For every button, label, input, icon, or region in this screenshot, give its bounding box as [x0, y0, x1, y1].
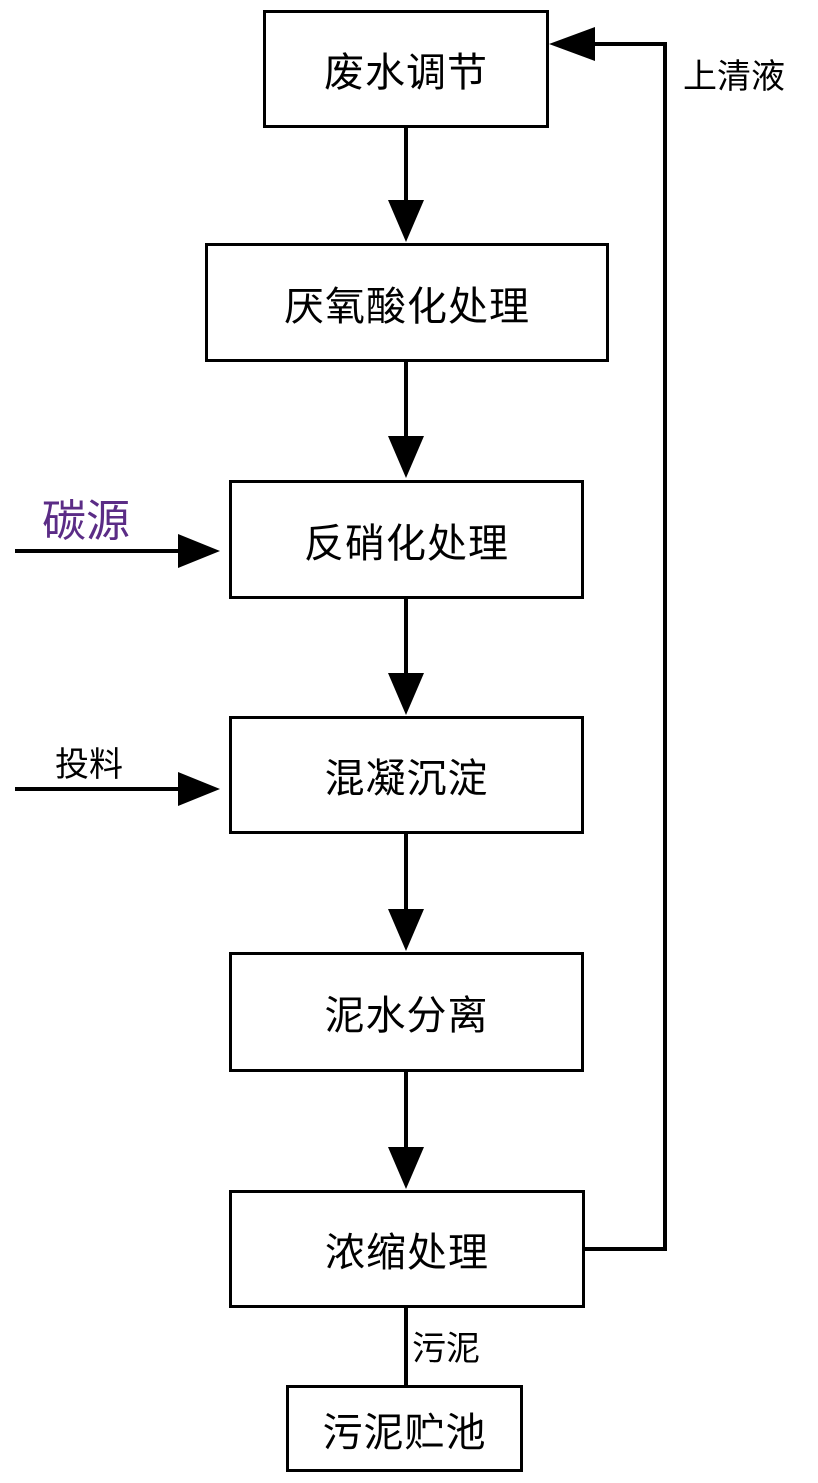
arrow-1-head: [388, 200, 424, 242]
label-carbon-source: 碳源: [42, 496, 130, 547]
label-supernatant: 上清液: [683, 57, 785, 97]
arrow-3-head: [388, 673, 424, 715]
label-sludge: 污泥: [412, 1329, 480, 1369]
step-coagulation-sedimentation: 混凝沉淀: [229, 716, 584, 834]
step-sludge-tank: 污泥贮池: [286, 1385, 523, 1472]
step-sludge-water-separation: 泥水分离: [229, 952, 584, 1072]
label-dosing: 投料: [55, 745, 123, 785]
carbon-source-arrow-head: [178, 534, 220, 568]
arrow-4-head: [388, 909, 424, 951]
supernatant-arrow-head: [549, 27, 595, 61]
step-anaerobic-acidification: 厌氧酸化处理: [205, 243, 609, 362]
step-wastewater-regulation: 废水调节: [263, 10, 549, 128]
arrow-5-head: [388, 1147, 424, 1189]
dosing-arrow-head: [178, 772, 220, 806]
step-thickening: 浓缩处理: [229, 1190, 585, 1308]
arrow-2-head: [388, 436, 424, 478]
step-denitrification: 反硝化处理: [229, 480, 584, 599]
supernatant-return-line: [585, 42, 667, 1251]
